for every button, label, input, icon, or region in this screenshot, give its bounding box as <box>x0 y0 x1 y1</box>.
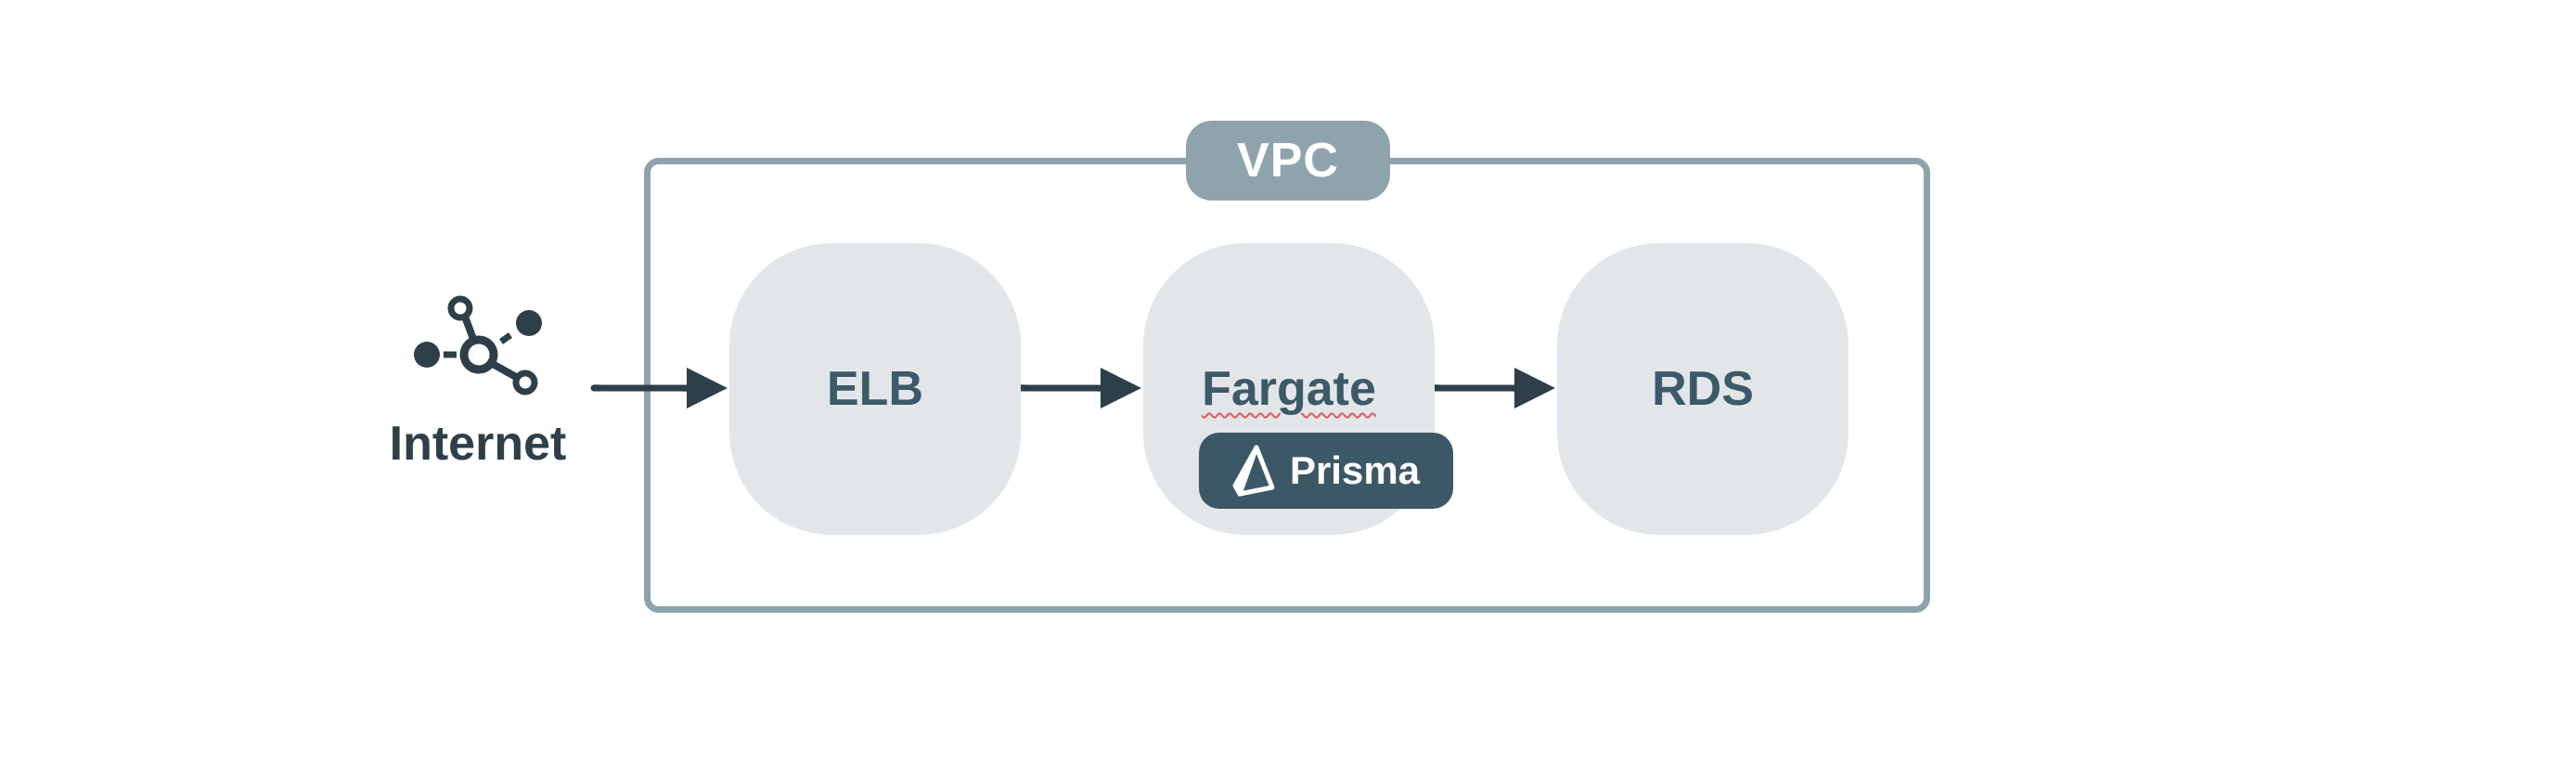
edge-elb-to-fargate <box>1017 368 1141 408</box>
prisma-logo-icon <box>1232 445 1275 497</box>
edge-fargate-to-rds <box>1431 368 1555 408</box>
prisma-badge: Prisma <box>1199 433 1453 509</box>
rds-label: RDS <box>1652 362 1754 416</box>
elb-label: ELB <box>827 362 923 416</box>
network-icon <box>414 295 542 395</box>
vpc-label: VPC <box>1186 121 1390 201</box>
edge-internet-to-elb <box>590 368 728 408</box>
prisma-badge-label: Prisma <box>1289 448 1421 492</box>
internet-label: Internet <box>389 417 567 471</box>
fargate-label: Fargate <box>1202 362 1376 416</box>
elb-node: ELB <box>729 243 1021 535</box>
rds-node: RDS <box>1557 243 1848 535</box>
internet-node <box>371 288 585 413</box>
